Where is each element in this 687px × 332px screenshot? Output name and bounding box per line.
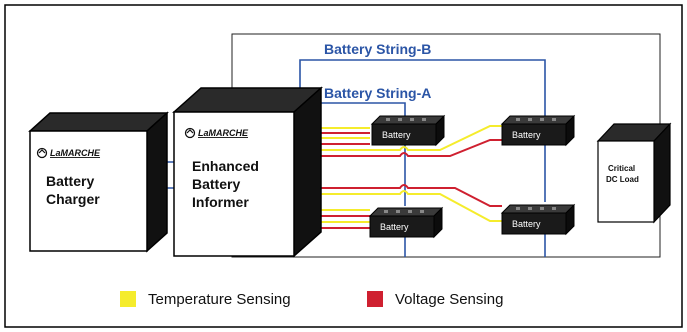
lamarche-logo-icon — [184, 127, 196, 139]
battery-unit: Battery — [368, 206, 444, 239]
battery-string-a-label: Battery String-A — [324, 85, 431, 101]
temperature-swatch — [120, 291, 136, 307]
enhanced-battery-informer: LaMARCHE Enhanced Battery Informer — [172, 86, 323, 258]
informer-label-line2: Battery — [192, 176, 240, 192]
battery-charger: LaMARCHE Battery Charger — [28, 111, 169, 253]
battery-terminals — [516, 118, 556, 121]
voltage-swatch — [367, 291, 383, 307]
legend: Temperature Sensing Voltage Sensing — [120, 291, 503, 308]
battery-terminals — [386, 118, 426, 121]
load-label-line2: DC Load — [606, 175, 639, 184]
charger-label-line2: Charger — [46, 191, 100, 207]
battery-label: Battery — [382, 130, 411, 140]
lamarche-logo-icon — [36, 147, 48, 159]
temperature-wiring — [314, 125, 502, 223]
informer-brand: LaMARCHE — [198, 128, 249, 138]
informer-label-line3: Informer — [192, 194, 249, 210]
battery-label: Battery — [380, 222, 409, 232]
battery-unit: Battery — [370, 114, 446, 147]
charger-brand: LaMARCHE — [50, 148, 101, 158]
battery-unit: Battery — [500, 114, 576, 147]
battery-unit: Battery — [500, 203, 576, 236]
load-label-line1: Critical — [608, 164, 635, 173]
critical-dc-load: Critical DC Load — [596, 122, 672, 224]
battery-label: Battery — [512, 130, 541, 140]
charger-label-line1: Battery — [46, 173, 94, 189]
battery-terminals — [516, 207, 556, 210]
temperature-legend-label: Temperature Sensing — [148, 291, 291, 308]
informer-label-line1: Enhanced — [192, 158, 259, 174]
voltage-wiring — [314, 132, 502, 229]
battery-label: Battery — [512, 219, 541, 229]
battery-string-b-label: Battery String-B — [324, 41, 431, 57]
voltage-legend-label: Voltage Sensing — [395, 291, 503, 308]
battery-terminals — [384, 210, 424, 213]
